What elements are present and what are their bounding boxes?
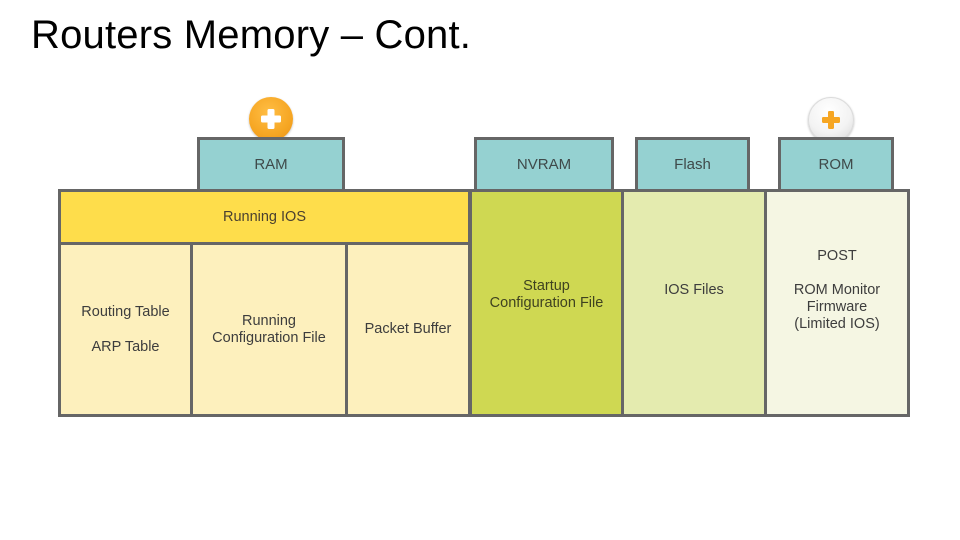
nvram-tab[interactable]: NVRAM [474,137,614,192]
running-config-line1: Running [241,312,296,329]
ram-expand-button[interactable] [249,97,293,141]
rom-label: ROM [818,156,854,173]
startup-config-line1: Startup [523,278,570,294]
rom-block: POST ROM Monitor Firmware (Limited IOS) [764,189,910,417]
packet-buffer-label: Packet Buffer [364,321,452,337]
arp-table-label: ARP Table [91,338,160,355]
nvram-label: NVRAM [516,156,572,173]
ram-cell-packet-buffer: Packet Buffer [345,242,471,417]
running-ios-block: Running IOS [58,189,471,245]
plus-icon [261,109,281,129]
post-label: POST [817,247,857,264]
ram-cell-routing-arp: Routing Table ARP Table [58,242,193,417]
startup-config-line2: Configuration File [489,295,604,311]
nvram-block: Startup Configuration File [469,189,624,417]
flash-block: IOS Files [621,189,767,417]
slide-title: Routers Memory – Cont. [31,13,472,57]
routing-table-label: Routing Table [81,303,170,320]
running-config-line2: Configuration File [212,329,326,346]
firmware-label: Firmware [806,298,868,315]
ram-label: RAM [254,156,288,173]
rom-tab[interactable]: ROM [778,137,894,192]
rom-monitor-label: ROM Monitor [793,281,881,298]
limited-ios-label: (Limited IOS) [794,315,880,332]
ram-cell-running-config: Running Configuration File [190,242,348,417]
ios-files-label: IOS Files [664,281,724,298]
plus-icon [822,111,840,129]
flash-tab[interactable]: Flash [635,137,750,192]
flash-label: Flash [674,156,711,173]
ram-tab[interactable]: RAM [197,137,345,192]
running-ios-label: Running IOS [222,208,307,225]
